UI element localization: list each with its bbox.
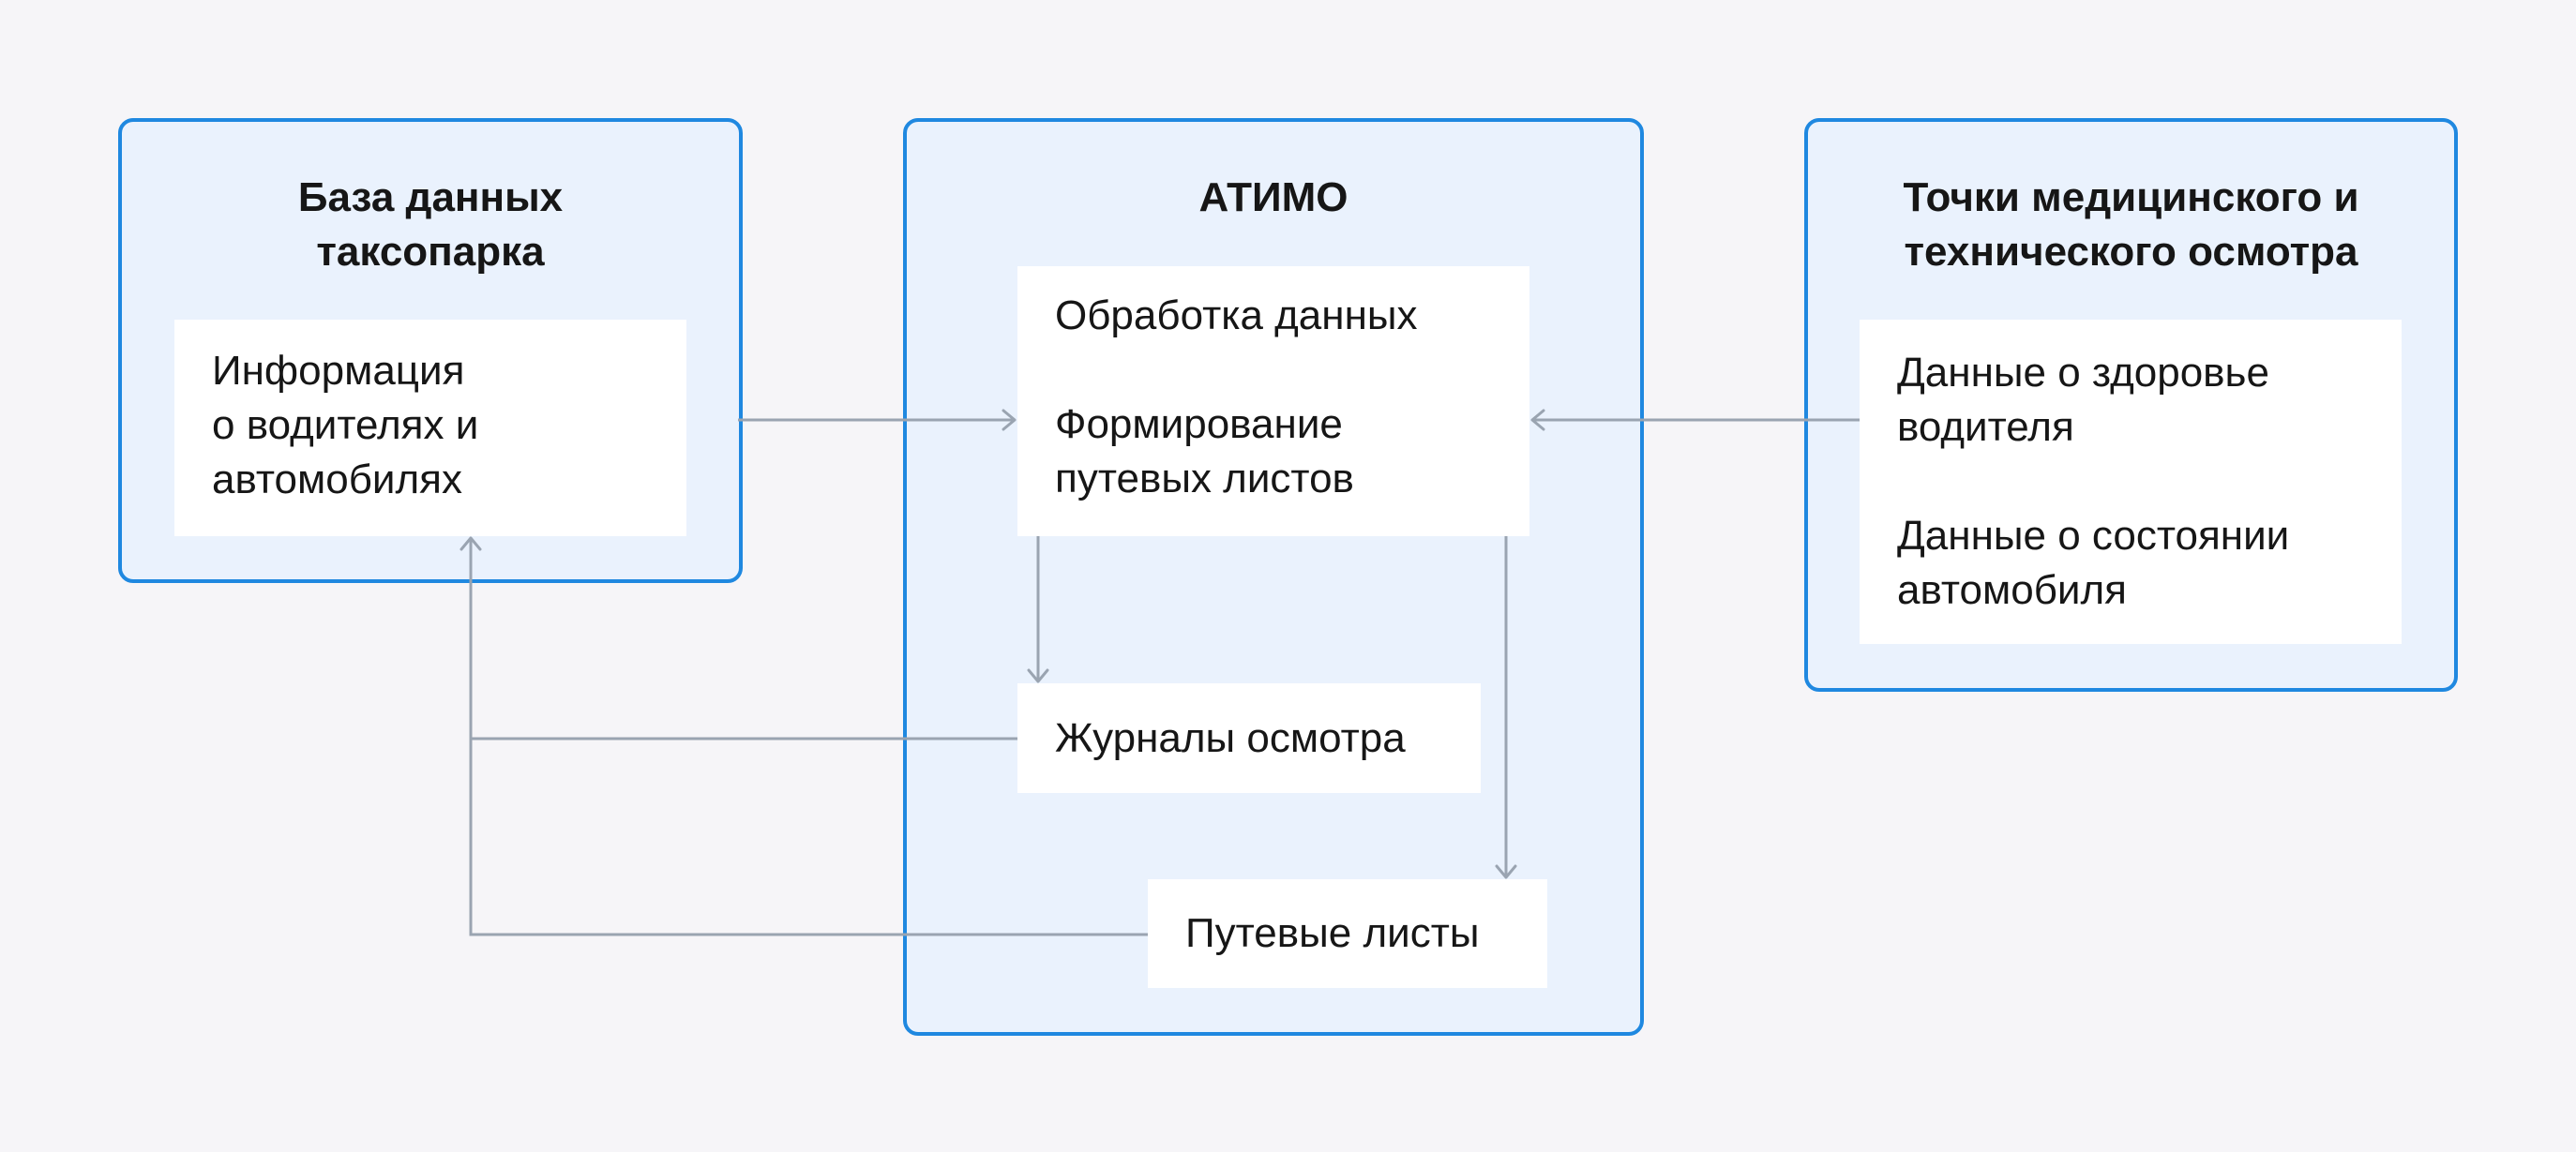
data-processing-text: Обработка данных xyxy=(1055,292,1418,338)
waybills-text: Путевые листы xyxy=(1185,910,1480,956)
vehicle-condition-text: Данные о состоянии автомобиля xyxy=(1897,513,2290,613)
waybill-forming-text: Формирование путевых листов xyxy=(1055,401,1354,501)
card-inspection-data: Данные о здоровье водителя Данные о сост… xyxy=(1860,320,2402,644)
driver-health-text: Данные о здоровье водителя xyxy=(1897,350,2269,450)
card-inspection-journals: Журналы осмотра xyxy=(1017,683,1481,793)
group-title-taxi-database: База данных таксопарка xyxy=(297,174,564,275)
card-waybills: Путевые листы xyxy=(1148,879,1547,988)
group-title-atimo: АТИМО xyxy=(1198,174,1348,220)
inspection-journals-text: Журналы осмотра xyxy=(1055,715,1406,761)
card-driver-vehicle-info: Информация о водителях и автомобилях xyxy=(174,320,686,536)
group-title-inspection-points: Точки медицинского и технического осмотр… xyxy=(1903,174,2359,275)
driver-vehicle-info-text: Информация о водителях и автомобилях xyxy=(212,348,479,502)
card-data-processing: Обработка данных Формирование путевых ли… xyxy=(1017,266,1529,536)
